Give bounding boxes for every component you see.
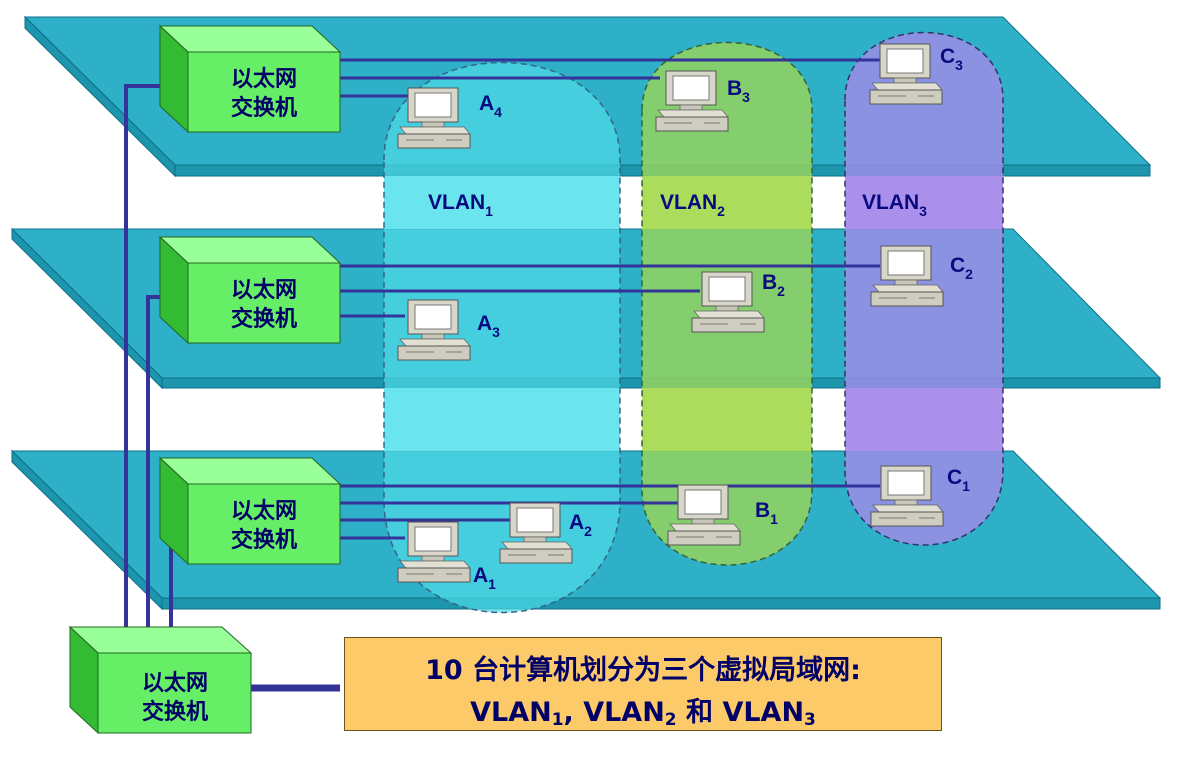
switch-bottom-label2: 交换机 xyxy=(231,527,297,553)
switch-bottom: 以太网 交换机 xyxy=(158,456,342,566)
label-a2: A2 xyxy=(569,511,592,539)
switch-top-label1: 以太网 xyxy=(231,67,297,92)
switch-main-label2: 交换机 xyxy=(142,699,208,725)
label-b1: B1 xyxy=(755,499,778,527)
switch-top: 以太网 交换机 xyxy=(158,24,342,134)
switch-middle-label2: 交换机 xyxy=(231,306,297,332)
label-c1: C1 xyxy=(947,466,970,494)
switch-main-label1: 以太网 xyxy=(142,671,208,696)
label-b3: B3 xyxy=(727,77,750,105)
switch-top-label2: 交换机 xyxy=(231,95,297,121)
switch-bottom-label1: 以太网 xyxy=(231,499,297,524)
vlan1-region xyxy=(383,61,621,614)
caption-line2: VLAN1, VLAN2 和 VLAN3 xyxy=(470,697,816,730)
label-a3: A3 xyxy=(477,312,500,340)
vlan2-label: VLAN2 xyxy=(660,191,725,219)
switch-main: 以太网 交换机 xyxy=(68,625,253,735)
caption-line1: 10 台计算机划分为三个虚拟局域网: xyxy=(425,655,861,686)
label-a1: A1 xyxy=(473,564,496,592)
switch-middle: 以太网 交换机 xyxy=(158,235,342,345)
label-c2: C2 xyxy=(950,254,973,282)
label-a4: A4 xyxy=(479,92,502,120)
vlan1-label: VLAN1 xyxy=(428,191,493,219)
label-c3: C3 xyxy=(940,45,963,73)
label-b2: B2 xyxy=(762,271,785,299)
vlan3-label: VLAN3 xyxy=(862,191,927,219)
switch-middle-label1: 以太网 xyxy=(231,278,297,303)
caption-box: 10 台计算机划分为三个虚拟局域网: VLAN1, VLAN2 和 VLAN3 xyxy=(344,637,942,731)
